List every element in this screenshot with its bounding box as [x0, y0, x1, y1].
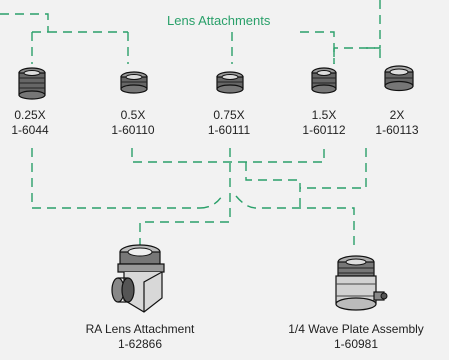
- wave-plate-assembly-icon: [335, 255, 388, 311]
- connector-arc-right: [235, 195, 355, 248]
- lens-magnification: 0.5X: [120, 108, 146, 122]
- accessory-name: RA Lens Attachment: [85, 322, 195, 336]
- lens-part-number: 1-60113: [375, 123, 419, 137]
- lens-label-5: 2X 1-60113: [366, 108, 428, 138]
- lens-ring-icon-5: [384, 65, 414, 92]
- ra-lens-label: RA Lens Attachment 1-62866: [60, 322, 220, 352]
- lens-ring-icon-4: [311, 67, 337, 94]
- connector-center: [139, 148, 231, 248]
- lens-part-number: 1-60111: [207, 123, 251, 137]
- lens-label-4: 1.5X 1-60112: [293, 108, 355, 138]
- lens-magnification: 0.25X: [14, 108, 46, 122]
- connector-arc-left: [199, 195, 223, 209]
- lens-ring-icon-2: [120, 71, 148, 94]
- lens-ring-icon-1: [18, 67, 46, 100]
- connector-left-return: [31, 148, 200, 209]
- connector-right-upper: [300, 148, 367, 189]
- lens-ring-icon-3: [216, 71, 244, 94]
- connector-main-bus: [32, 31, 335, 64]
- ra-lens-attachment-icon: [111, 244, 165, 313]
- lens-magnification: 1.5X: [311, 108, 337, 122]
- lens-part-number: 1-60110: [111, 123, 155, 137]
- accessory-name: 1/4 Wave Plate Assembly: [288, 322, 424, 336]
- connector-lower-b: [245, 162, 301, 208]
- lens-part-number: 1-60112: [302, 123, 346, 137]
- connector-top-right: [334, 0, 381, 49]
- connector-lower-a: [131, 148, 325, 163]
- diagram-title: Lens Attachments: [167, 13, 271, 28]
- lens-label-2: 0.5X 1-60110: [102, 108, 164, 138]
- connector-drop-5: [366, 47, 381, 64]
- connector-top-left: [0, 13, 49, 32]
- wave-plate-label: 1/4 Wave Plate Assembly 1-60981: [266, 322, 446, 352]
- lens-label-1: 0.25X 1-6044: [2, 108, 58, 138]
- accessory-part-number: 1-60981: [333, 337, 379, 351]
- lens-magnification: 0.75X: [213, 108, 245, 122]
- lens-label-3: 0.75X 1-60111: [198, 108, 260, 138]
- accessory-part-number: 1-62866: [117, 337, 163, 351]
- lens-magnification: 2X: [389, 108, 405, 122]
- lens-part-number: 1-6044: [11, 123, 49, 137]
